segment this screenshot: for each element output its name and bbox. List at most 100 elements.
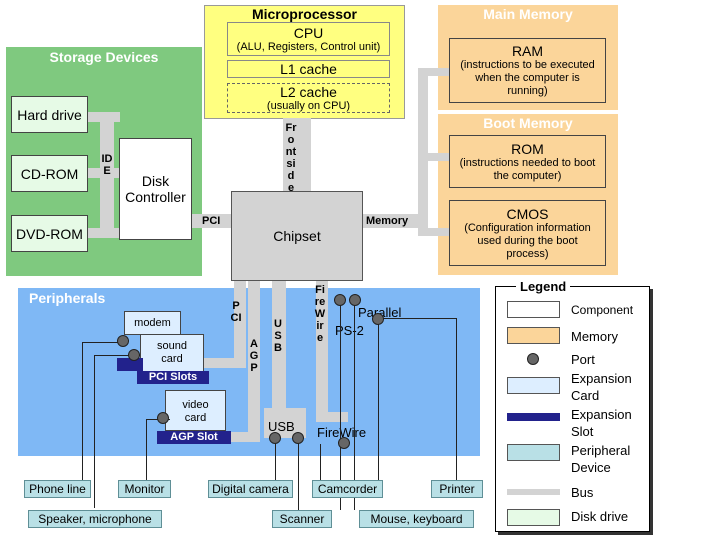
legend-component-label: Component (571, 303, 634, 317)
legend-memory-label: Memory (571, 329, 618, 344)
peripherals-title: Peripherals (29, 290, 106, 306)
pci-label-horizontal: PCI (202, 215, 221, 227)
legend-memory-swatch (507, 327, 560, 344)
agp-vertical-label: AGP (249, 338, 259, 374)
modem-port (117, 335, 129, 347)
memory-bus-vertical (418, 68, 428, 234)
sound-card: sound card (140, 334, 204, 372)
front-side-label: Front side (285, 122, 297, 194)
ram-box: RAM (instructions to be executed when th… (449, 38, 606, 103)
front-side-label-a: Front side (285, 122, 297, 194)
firewire-bus-port-area (316, 412, 348, 422)
legend-bus-swatch (507, 489, 560, 495)
parallel-port (372, 313, 384, 325)
video-card: video card (165, 390, 226, 431)
disk-controller-box: Disk Controller (119, 138, 192, 240)
rom-box: ROM (instructions needed to boot the com… (449, 135, 606, 188)
front-side-bus (283, 118, 311, 192)
agp-bus-vertical (248, 280, 260, 440)
memory-bus-rom (418, 153, 450, 161)
pci-bus-horizontal (191, 214, 233, 228)
pci-bus-vertical (234, 280, 246, 366)
speaker-microphone-device: Speaker, microphone (28, 510, 162, 528)
video-card-port (157, 412, 169, 424)
printer-device: Printer (431, 480, 483, 498)
chipset-box: Chipset (231, 191, 363, 281)
cd-rom-label: CD-ROM (20, 165, 79, 182)
parallel-label: Parallel (358, 305, 401, 320)
cmos-label: CMOS (506, 205, 549, 222)
ide-bus-vertical (100, 112, 114, 238)
rom-detail: (instructions needed to boot the compute… (459, 156, 596, 182)
monitor-device: Monitor (118, 480, 171, 498)
ram-detail: (instructions to be executed when the co… (460, 59, 595, 97)
cpu-box: CPU (ALU, Registers, Control unit) (227, 22, 390, 56)
boot-memory-title: Boot Memory (483, 115, 573, 131)
l1-cache-label: L1 cache (280, 61, 337, 77)
legend-port-label: Port (571, 352, 595, 367)
wire-parallel (378, 318, 379, 480)
cd-rom-box: CD-ROM (11, 155, 88, 192)
ps2-label: PS-2 (335, 323, 364, 338)
microprocessor-title: Microprocessor (251, 6, 358, 22)
hard-drive-box: Hard drive (11, 96, 88, 133)
pci-slots-bar (117, 358, 143, 371)
wire-modem (82, 342, 83, 480)
memory-bus-cmos (418, 228, 450, 236)
wire-firewire (320, 444, 321, 480)
legend-disk-swatch (507, 509, 560, 526)
wire-modem-h (82, 342, 123, 343)
legend-card-label: Expansion Card (571, 371, 632, 403)
cmos-detail: (Configuration information used during t… (464, 221, 591, 260)
l2-cache-label: L2 cache (280, 83, 337, 100)
legend-slot-label: Expansion Slot (571, 407, 632, 439)
legend-disk-label: Disk drive (571, 509, 629, 524)
agp-slot-label: AGP Slot (157, 431, 231, 444)
ide-label: IDE (101, 153, 113, 177)
legend-bus-label: Bus (571, 485, 594, 500)
cmos-box: CMOS (Configuration information used dur… (449, 200, 606, 266)
wire-usb-2 (298, 437, 299, 510)
chipset-label: Chipset (273, 228, 321, 244)
ps2-port-2 (349, 294, 361, 306)
usb-port-label: USB (268, 419, 295, 434)
memory-label: Memory (366, 215, 409, 227)
firewire-bus-vertical (316, 280, 328, 412)
video-card-label: video card (182, 399, 209, 424)
legend-port-swatch (527, 353, 539, 365)
scanner-device: Scanner (272, 510, 332, 528)
ram-label: RAM (511, 43, 544, 59)
legend-component-swatch (507, 301, 560, 318)
cpu-detail: (ALU, Registers, Control unit) (236, 40, 381, 53)
dvd-rom-label: DVD-ROM (16, 225, 83, 242)
memory-bus-horizontal (362, 214, 422, 228)
wire-parallel-v2 (456, 318, 457, 480)
disk-controller-label: Disk Controller (125, 173, 186, 205)
pci-slots-label: PCI Slots (137, 371, 209, 384)
wire-ps2-b (354, 299, 355, 510)
wire-ps2-a (340, 299, 341, 510)
hard-drive-label: Hard drive (17, 106, 82, 123)
digital-camera-device: Digital camera (208, 480, 293, 498)
phone-line-device: Phone line (24, 480, 91, 498)
l2-cache-detail: (usually on CPU) (266, 99, 351, 112)
rom-label: ROM (511, 140, 544, 157)
firewire-port (338, 437, 350, 449)
wire-sound (94, 355, 95, 508)
l2-cache-box: L2 cache (usually on CPU) (227, 83, 390, 113)
sound-card-label: sound card (157, 340, 187, 365)
legend-card-swatch (507, 377, 560, 394)
pci-bus-to-slots (200, 358, 246, 368)
wire-usb-1 (275, 437, 276, 480)
legend-title: Legend (516, 279, 571, 294)
camcorder-device: Camcorder (312, 480, 383, 498)
usb-port-1 (269, 432, 281, 444)
wire-video (146, 419, 147, 480)
legend-device-swatch (507, 444, 560, 461)
dvd-rom-box: DVD-ROM (11, 215, 88, 252)
firewire-port-label: FireWire (317, 425, 367, 440)
legend-slot-swatch (507, 413, 560, 421)
agp-bus-to-slot (222, 432, 260, 442)
modem-label: modem (134, 317, 171, 329)
usb-bus-vertical (272, 280, 286, 410)
